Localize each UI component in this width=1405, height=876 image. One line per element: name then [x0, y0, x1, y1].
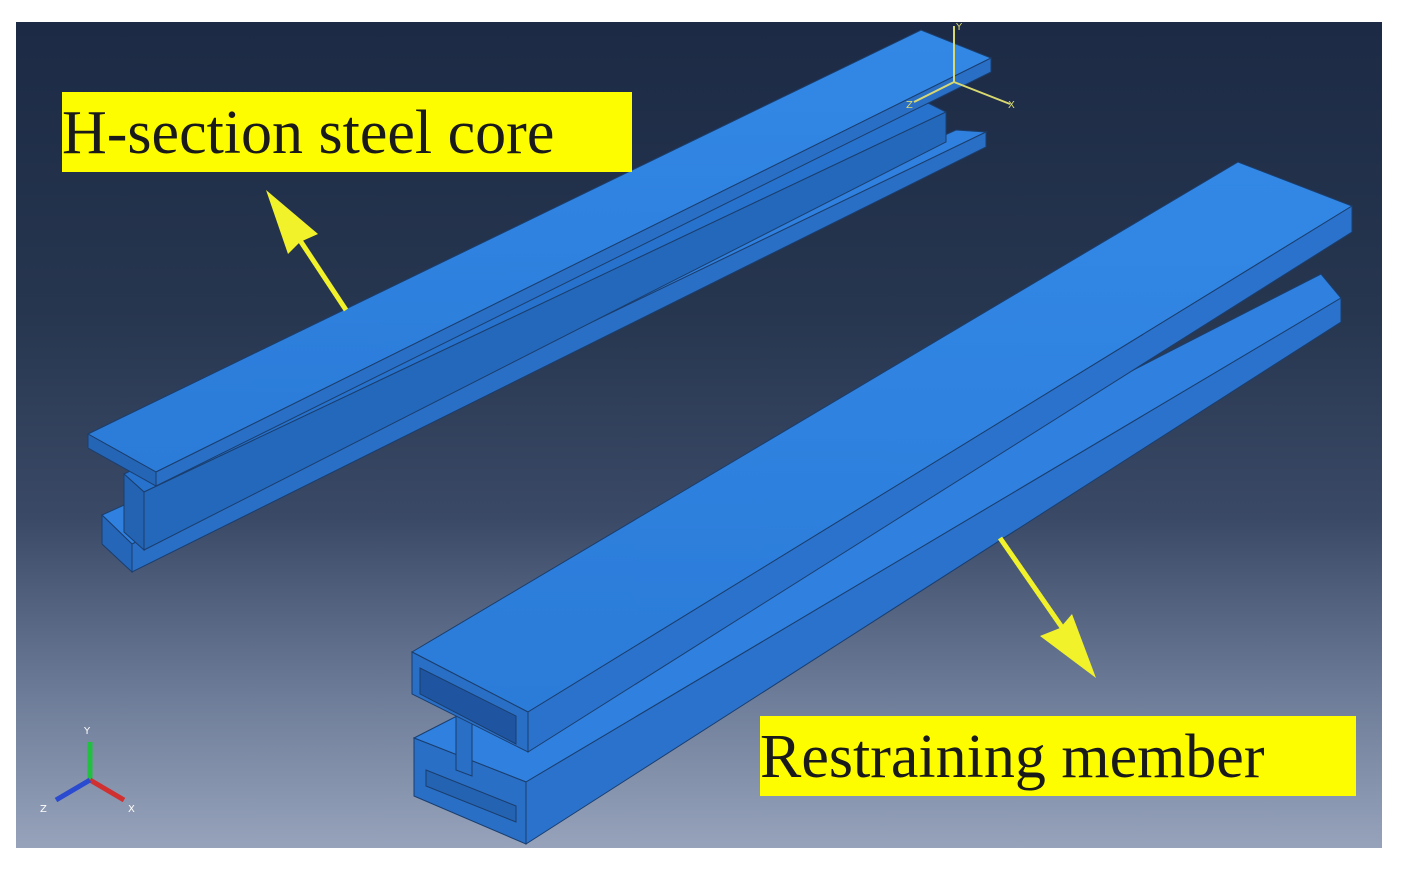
model-viewport[interactable]: X Z Y Y X Z H-section steel core Restrai…: [16, 22, 1382, 848]
model-scene[interactable]: X Z Y Y X Z: [16, 22, 1382, 848]
global-axis-z-label: Z: [40, 804, 47, 815]
h-section-steel-core[interactable]: [86, 29, 993, 574]
restraining-member-label: Restraining member: [760, 716, 1356, 796]
global-axis-y-label: Y: [83, 726, 91, 737]
h-section-steel-core-label: H-section steel core: [62, 92, 632, 172]
restraining-member[interactable]: [410, 161, 1354, 845]
local-axis-y-label: Y: [955, 22, 963, 33]
global-axis-triad-icon: Y X Z: [40, 726, 135, 815]
local-axis-triad-icon: X Z Y: [906, 22, 1015, 111]
core-pointer-arrow: [266, 190, 349, 312]
local-axis-z-label: Z: [906, 100, 913, 111]
restraining-pointer-arrow: [997, 536, 1096, 678]
global-axis-x-label: X: [128, 804, 135, 815]
local-axis-x-label: X: [1008, 100, 1015, 111]
